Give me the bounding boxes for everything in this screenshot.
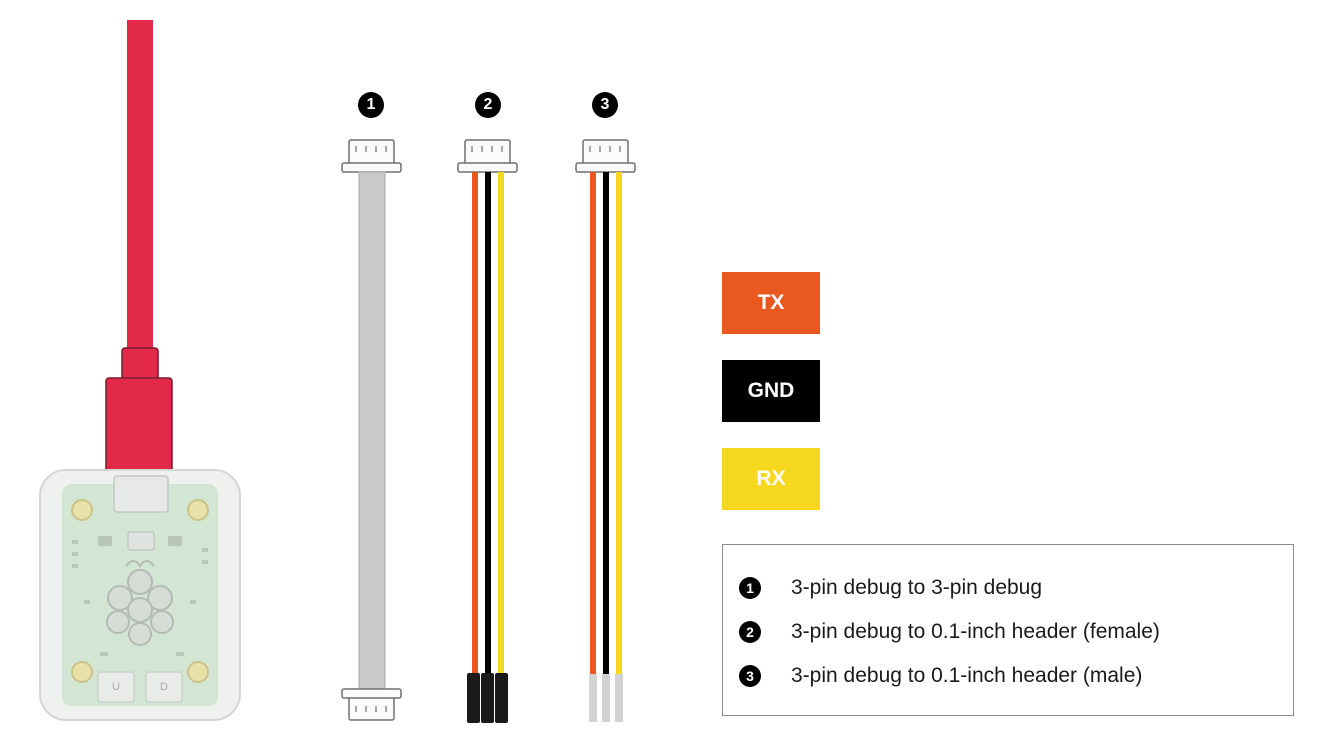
male-pin — [589, 674, 597, 722]
wire-gnd — [485, 172, 491, 676]
usb-strain-relief — [121, 347, 159, 383]
legend-item: 3 3-pin debug to 0.1-inch header (male) — [739, 661, 1142, 691]
key-gnd: GND — [722, 360, 820, 422]
ribbon-cable — [358, 171, 386, 691]
debug-socket — [97, 671, 135, 703]
wire-tx — [472, 172, 478, 676]
usb-cable — [127, 20, 153, 360]
debug-socket — [145, 671, 183, 703]
cable-number-1: 1 — [358, 92, 384, 118]
socket-label-d: D — [160, 681, 168, 693]
mount-hole — [71, 499, 93, 521]
chip — [127, 531, 155, 551]
mount-hole — [187, 661, 209, 683]
mount-hole — [71, 661, 93, 683]
cable-number-3: 3 — [592, 92, 618, 118]
raspberry-pi-logo-icon — [106, 560, 174, 646]
female-header — [467, 673, 480, 723]
cable-2 — [457, 139, 518, 723]
male-pin — [602, 674, 610, 722]
legend-number: 1 — [739, 577, 761, 599]
legend-box: 1 3-pin debug to 3-pin debug 2 3-pin deb… — [722, 544, 1294, 716]
cable-number-2: 2 — [475, 92, 501, 118]
legend-number: 2 — [739, 621, 761, 643]
key-rx: RX — [722, 448, 820, 510]
legend-item: 1 3-pin debug to 3-pin debug — [739, 573, 1042, 603]
legend-text: 3-pin debug to 3-pin debug — [791, 576, 1043, 599]
legend-text: 3-pin debug to 0.1-inch header (male) — [791, 664, 1143, 687]
male-pin — [615, 674, 623, 722]
legend-number: 3 — [739, 665, 761, 687]
legend-item: 2 3-pin debug to 0.1-inch header (female… — [739, 617, 1160, 647]
debug-probe: U D — [39, 20, 241, 721]
key-tx: TX — [722, 272, 820, 334]
cable-3 — [575, 139, 636, 722]
wire-rx — [498, 172, 504, 676]
female-header — [481, 673, 494, 723]
wire-rx — [616, 172, 622, 674]
chip — [98, 536, 112, 546]
wire-tx — [590, 172, 596, 674]
legend-text: 3-pin debug to 0.1-inch header (female) — [791, 620, 1160, 643]
socket-label-u: U — [112, 681, 120, 693]
usb-plug — [105, 377, 173, 475]
female-header — [495, 673, 508, 723]
usb-socket — [113, 475, 169, 513]
mount-hole — [187, 499, 209, 521]
cable-1 — [341, 139, 402, 721]
chip — [168, 536, 182, 546]
wire-gnd — [603, 172, 609, 674]
